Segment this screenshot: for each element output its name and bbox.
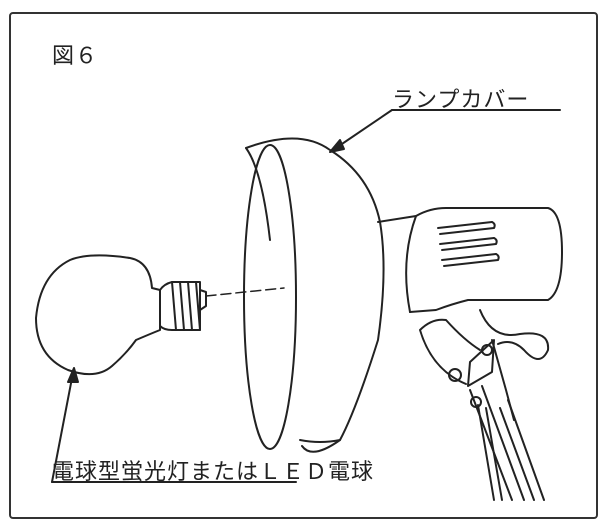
lamp-shade bbox=[243, 137, 385, 453]
lamp-cover-label: ランプカバー bbox=[392, 88, 530, 113]
socket-housing bbox=[377, 207, 563, 313]
figure-label: 図６ bbox=[52, 44, 99, 69]
bulb-label: 電球型蛍光灯またはＬＥＤ電球 bbox=[52, 460, 375, 485]
lamp-arm bbox=[419, 318, 545, 501]
lamp-cover-leader bbox=[329, 109, 561, 153]
light-bulb bbox=[35, 254, 207, 376]
power-cord bbox=[479, 309, 550, 360]
alignment-axis bbox=[205, 287, 285, 297]
figure-frame bbox=[9, 12, 598, 519]
bulb-leader bbox=[51, 367, 297, 483]
